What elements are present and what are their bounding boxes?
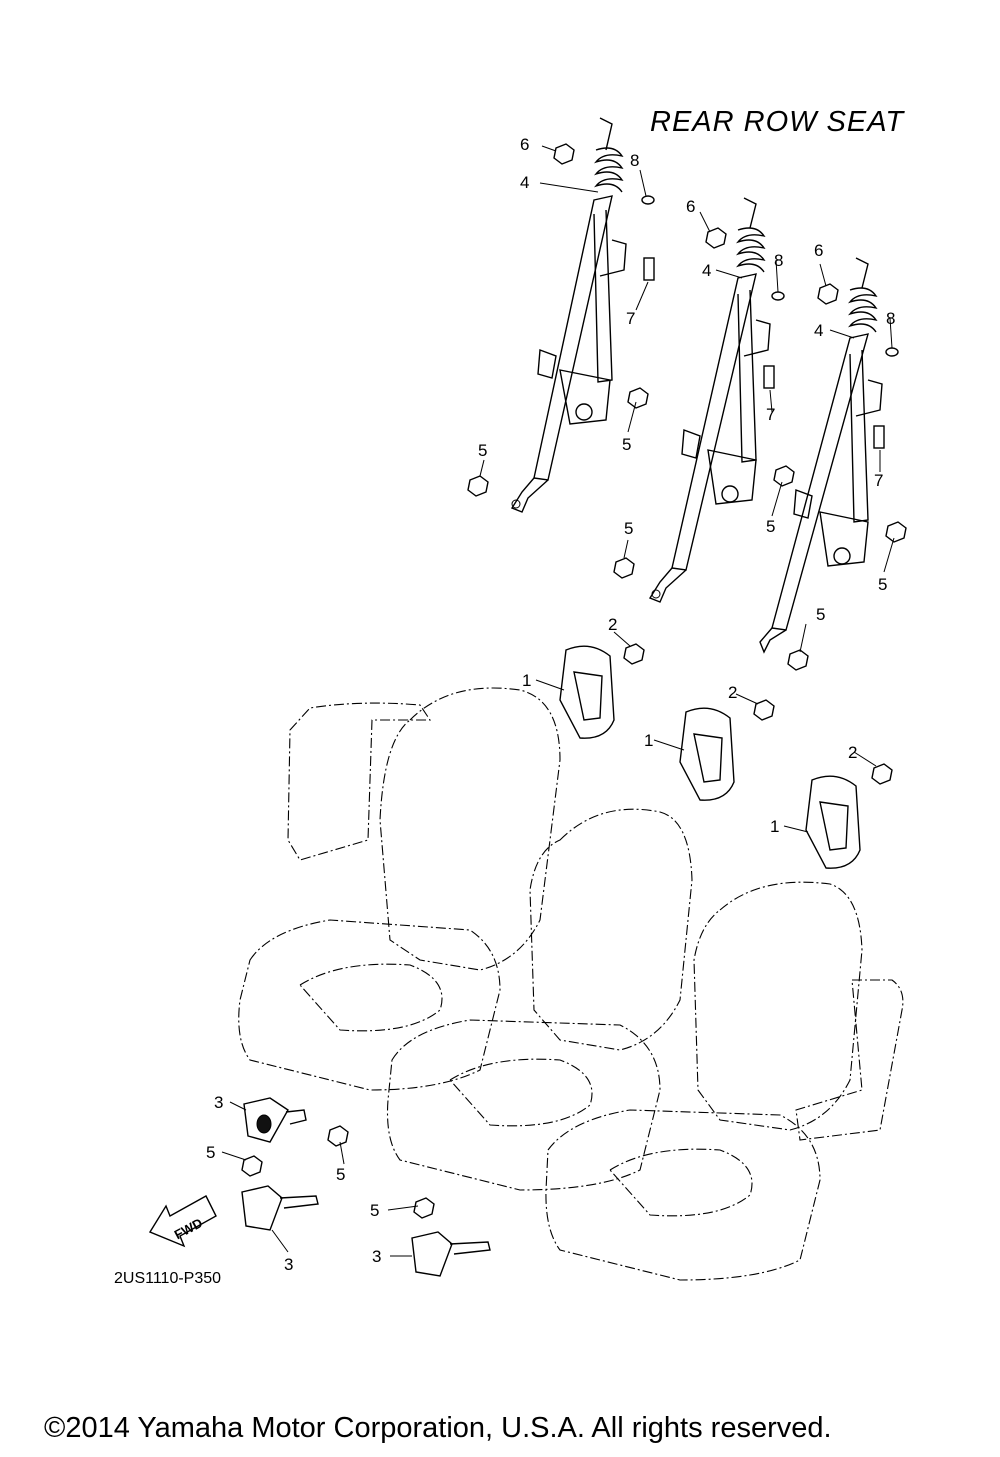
callout-3: 3 <box>284 1255 293 1274</box>
callout-5: 5 <box>370 1201 379 1220</box>
callout-3: 3 <box>214 1093 223 1112</box>
callout-3: 3 <box>372 1247 381 1266</box>
callout-6: 6 <box>686 197 695 216</box>
callout-7: 7 <box>766 405 775 424</box>
callout-8: 8 <box>774 251 783 270</box>
diagram-code: 2US1110-P350 <box>114 1270 222 1287</box>
callout-4: 4 <box>814 321 823 340</box>
seat-left[interactable] <box>238 687 561 1091</box>
callout-4: 4 <box>702 261 711 280</box>
buckle-upper[interactable] <box>243 1097 307 1143</box>
seat-belt-middle[interactable] <box>648 197 771 603</box>
callout-8: 8 <box>886 309 895 328</box>
callout-5: 5 <box>816 605 825 624</box>
callout-5: 5 <box>336 1165 345 1184</box>
callout-5: 5 <box>206 1143 215 1162</box>
headrest-right[interactable] <box>805 775 861 869</box>
buckle-lower-left[interactable] <box>241 1185 319 1231</box>
leader-lines <box>221 145 895 1257</box>
headrest-middle[interactable] <box>679 707 735 801</box>
callout-5: 5 <box>766 517 775 536</box>
seat-middle[interactable] <box>386 808 693 1191</box>
seat-belt-left[interactable] <box>510 117 627 513</box>
callout-6: 6 <box>814 241 823 260</box>
seat-right[interactable] <box>545 881 904 1281</box>
callout-2: 2 <box>728 683 737 702</box>
buckle-lower-center[interactable] <box>411 1231 491 1277</box>
fwd-arrow: FWD <box>148 1195 217 1248</box>
section-title: REAR ROW SEAT <box>650 106 905 138</box>
callout-2: 2 <box>848 743 857 762</box>
callout-4: 4 <box>520 173 529 192</box>
callout-1: 1 <box>522 671 531 690</box>
callout-6: 6 <box>520 135 529 154</box>
callout-1: 1 <box>770 817 779 836</box>
callout-8: 8 <box>630 151 639 170</box>
callout-1: 1 <box>644 731 653 750</box>
headrest-left[interactable] <box>559 645 615 739</box>
callout-2: 2 <box>608 615 617 634</box>
callout-7: 7 <box>626 309 635 328</box>
callout-5: 5 <box>622 435 631 454</box>
callout-5: 5 <box>878 575 887 594</box>
callout-labels: 6 4 8 7 5 5 6 4 8 7 5 5 6 4 8 7 5 5 2 1 … <box>206 135 895 1274</box>
callout-5: 5 <box>478 441 487 460</box>
copyright-notice: ©2014 Yamaha Motor Corporation, U.S.A. A… <box>44 1412 832 1444</box>
seat-belt-right[interactable] <box>759 257 883 654</box>
callout-5: 5 <box>624 519 633 538</box>
callout-7: 7 <box>874 471 883 490</box>
